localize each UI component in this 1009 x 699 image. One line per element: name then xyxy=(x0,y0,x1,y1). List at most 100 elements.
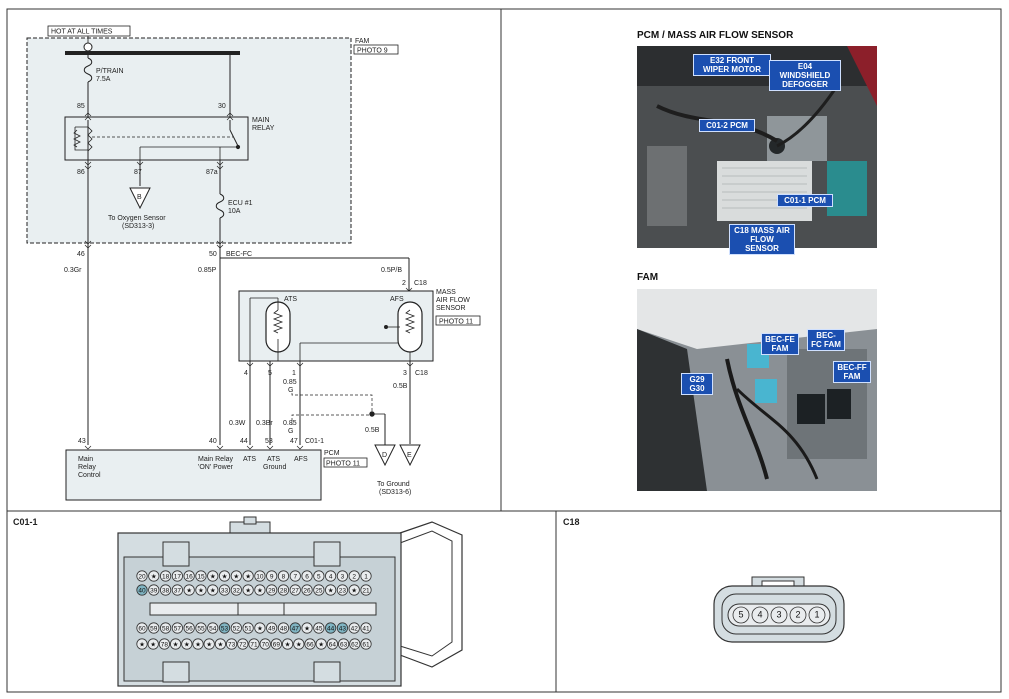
connector-pin xyxy=(348,622,360,634)
connector-pin xyxy=(171,570,183,582)
connector-pin-label: 23 xyxy=(339,588,347,595)
connector-pin xyxy=(325,570,337,582)
connector-pin-label: 53 xyxy=(221,626,229,633)
connector-pin-label: ★ xyxy=(245,587,251,595)
c18-bottom: C18 xyxy=(415,370,428,377)
connector-pin xyxy=(336,584,349,596)
connector-pin xyxy=(203,638,215,650)
bec-fc-label: BEC-FC xyxy=(226,251,252,258)
to-oxygen-sensor: To Oxygen Sensor xyxy=(108,215,166,222)
connector-pin xyxy=(336,570,349,582)
connector-pin-label: 21 xyxy=(362,588,370,595)
connector-pin xyxy=(360,622,372,634)
relay-name2: RELAY xyxy=(252,125,275,132)
pin-4: 4 xyxy=(244,370,248,377)
pcm-main-relay-control-2: Relay xyxy=(78,464,96,471)
connector-pin xyxy=(313,584,325,596)
connector-pin-label: 20 xyxy=(138,574,146,581)
pin-47: 47 xyxy=(290,438,298,445)
connector-pin-label: 4 xyxy=(757,610,762,620)
c01-1-title: C01-1 xyxy=(13,517,38,527)
hot-label: HOT AT ALL TIMES xyxy=(51,29,113,36)
connector-pin-label: 73 xyxy=(228,642,236,649)
connector-pin xyxy=(360,584,372,596)
connector-pin xyxy=(136,584,148,596)
connector-pin xyxy=(277,622,290,634)
pcm-main-relay-control-3: Control xyxy=(78,472,101,479)
connector-pin-label: 48 xyxy=(280,626,288,633)
connector-pin-label: ★ xyxy=(206,641,212,649)
connector-pin xyxy=(315,638,327,650)
wire-085g-a: 0.85 xyxy=(283,379,297,386)
connector-pin-label: 60 xyxy=(138,626,146,633)
c01-1-connector: C01-1 xyxy=(305,438,324,445)
connector-pin xyxy=(281,638,294,650)
c18-title: C18 xyxy=(563,517,580,527)
connector-pin-label: 61 xyxy=(362,642,370,649)
connector-pin xyxy=(136,638,148,650)
callout-c01-1: C01-1 PCM xyxy=(777,194,833,207)
connector-pin-label: 44 xyxy=(327,626,335,633)
connector-pin xyxy=(183,570,195,582)
connector-pin xyxy=(313,570,325,582)
connector-pin-label: 42 xyxy=(351,626,359,633)
connector-pin-label: 56 xyxy=(186,626,194,633)
pcm-maf-photo: E32 FRONT WIPER MOTOR E04 WINDSHIELD DEF… xyxy=(637,46,877,255)
connector-pin xyxy=(289,622,301,634)
connector-pin-label: 17 xyxy=(174,574,182,581)
connector-pin-label: 3 xyxy=(341,574,345,581)
wire-03br: 0.3Br xyxy=(256,420,273,427)
relay-name: MAIN xyxy=(252,117,270,124)
connector-pin xyxy=(277,570,290,582)
fam-label: FAM xyxy=(355,38,370,45)
wire-03w: 0.3W xyxy=(229,420,246,427)
connector-pin xyxy=(360,638,372,650)
connector-pin-label: ★ xyxy=(186,587,192,595)
connector-d: D xyxy=(382,452,387,459)
connector-pin-label: 2 xyxy=(795,610,800,620)
callout-e32: E32 FRONT WIPER MOTOR xyxy=(693,54,771,76)
pin-3: 3 xyxy=(403,370,407,377)
connector-pin-label: 26 xyxy=(303,588,311,595)
connector-pin xyxy=(289,584,301,596)
fam-photo-title: FAM xyxy=(637,272,659,283)
connector-pin-label: ★ xyxy=(351,587,357,595)
connector-pin-label: 8 xyxy=(282,574,286,581)
connector-pin xyxy=(207,622,219,634)
connector-pin-label: 57 xyxy=(174,626,182,633)
connector-pin-label: ★ xyxy=(210,587,216,595)
connector-pin-label: 49 xyxy=(268,626,276,633)
connector-pin-label: 29 xyxy=(268,588,276,595)
connector-pin xyxy=(270,638,282,650)
connector-pin-label: 52 xyxy=(233,626,241,633)
pcm-photo-ref: PHOTO 11 xyxy=(326,461,360,468)
pin-44: 44 xyxy=(240,438,248,445)
connector-pin-label: ★ xyxy=(257,625,263,633)
connector-pin-label: ★ xyxy=(195,641,201,649)
pcm-photo-title: PCM / MASS AIR FLOW SENSOR xyxy=(637,30,794,41)
pcm-photo-illustration xyxy=(637,46,877,248)
connector-pin-label: 6 xyxy=(305,574,309,581)
callout-bec-fe: BEC-FE FAM xyxy=(761,333,799,355)
pin-87a: 87a xyxy=(206,169,218,176)
connector-pin-label: 54 xyxy=(209,626,217,633)
connector-pin xyxy=(148,584,160,596)
connector-pin-label: 38 xyxy=(162,588,170,595)
connector-pin xyxy=(181,638,193,650)
connector-pin xyxy=(266,622,278,634)
connector-pin xyxy=(360,570,372,582)
connector-pin xyxy=(171,622,183,634)
connector-pin xyxy=(192,638,204,650)
connector-pin xyxy=(237,638,249,650)
connector-pin-label: ★ xyxy=(328,587,334,595)
connector-pin xyxy=(218,622,231,634)
connector-pin xyxy=(171,584,183,596)
connector-pin-label: 33 xyxy=(221,588,229,595)
connector-pin xyxy=(301,570,313,582)
connector-pin-label: 72 xyxy=(239,642,247,649)
connector-pin-label: ★ xyxy=(222,573,228,581)
connector-pin xyxy=(136,622,148,634)
connector-pin xyxy=(266,570,278,582)
connector-pin-label: 16 xyxy=(186,574,194,581)
